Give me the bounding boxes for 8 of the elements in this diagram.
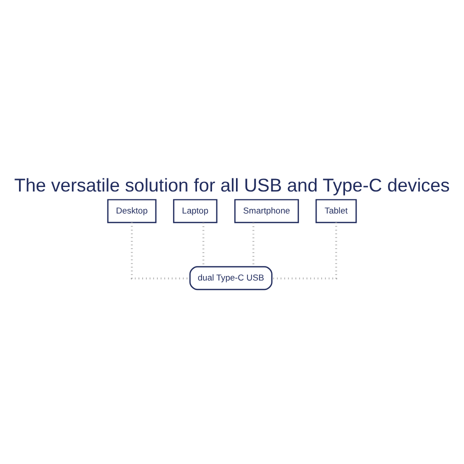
node-box: dual Type-C USB [189, 266, 272, 290]
diagram-title: The versatile solution for all USB and Type-C devices [14, 174, 450, 196]
connector [130, 222, 190, 280]
node-box: Laptop [173, 199, 218, 224]
node-box: Tablet [316, 199, 357, 224]
node-box: Smartphone [234, 199, 299, 224]
connector [272, 222, 338, 280]
node-box: Desktop [107, 199, 156, 224]
